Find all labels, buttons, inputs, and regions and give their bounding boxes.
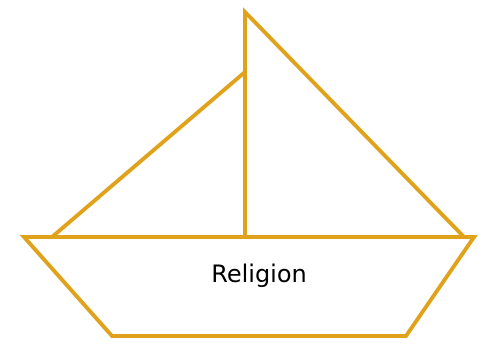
left-sail [52, 72, 245, 237]
boat-label: Religion [179, 254, 339, 294]
right-sail [245, 12, 464, 237]
